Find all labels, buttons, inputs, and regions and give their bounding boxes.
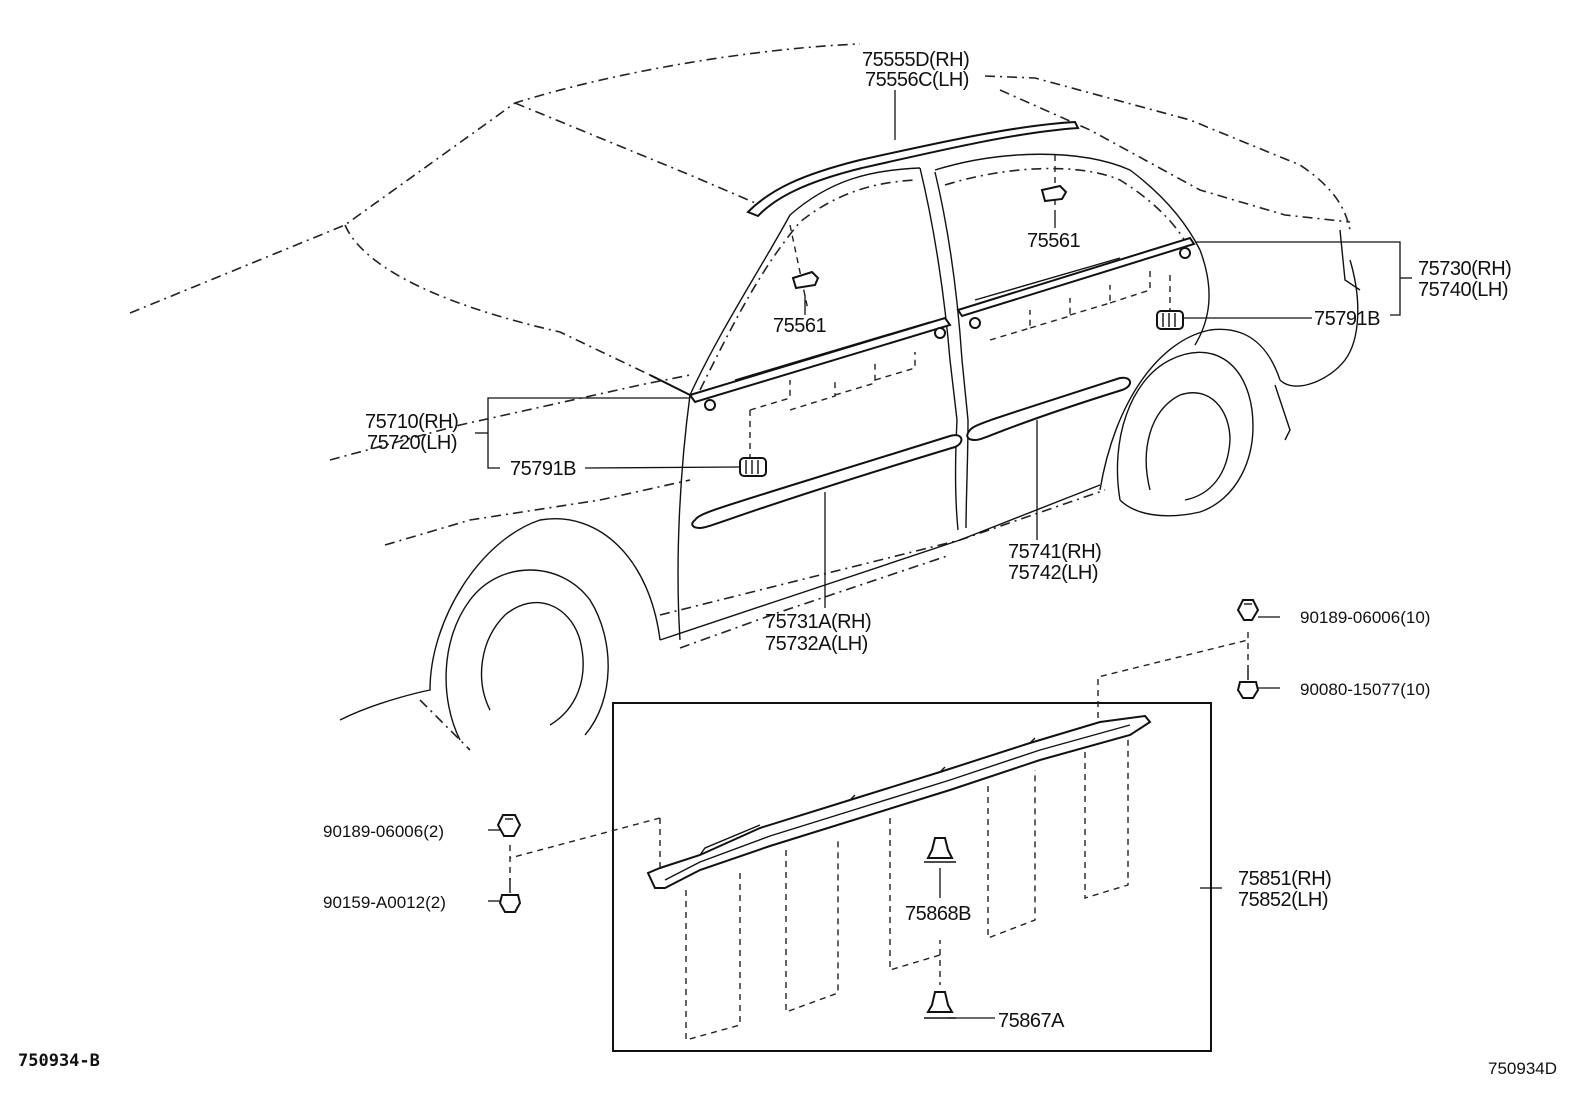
- label-75791b-front: 75791B: [510, 458, 576, 480]
- label-75561-rear: 75561: [1027, 230, 1080, 252]
- label-75556c-lh: 75556C(LH): [865, 69, 969, 91]
- screw-90080-right-icon: [1236, 665, 1260, 699]
- label-75867a: 75867A: [998, 1010, 1065, 1032]
- part-labels: 75555D(RH) 75556C(LH) 75561 75561 75730(…: [18, 49, 1557, 1078]
- leader-lines: [475, 90, 1412, 1019]
- label-75555d-rh: 75555D(RH): [862, 49, 969, 71]
- label-90080-right: 90080-15077(10): [1300, 680, 1430, 699]
- rocker-panel-part: [646, 714, 1152, 889]
- label-75740-lh: 75740(LH): [1418, 279, 1508, 301]
- label-90189-left: 90189-06006(2): [323, 822, 444, 841]
- rocker-panel-box: [612, 702, 1222, 1052]
- front-belt-molding: [688, 316, 952, 404]
- label-90189-right: 90189-06006(10): [1300, 608, 1430, 627]
- label-75791b-rear: 75791B: [1314, 308, 1380, 330]
- roof-drip-molding: [746, 120, 1080, 218]
- rear-belt-molding: [956, 236, 1196, 318]
- label-75852-lh: 75852(LH): [1238, 889, 1328, 911]
- label-75742-lh: 75742(LH): [1008, 562, 1098, 584]
- clip-75561-rear-icon: [1040, 184, 1068, 203]
- clip-75791b-rear-icon: [1156, 310, 1184, 330]
- label-75732a-lh: 75732A(LH): [765, 633, 868, 655]
- label-75561-front: 75561: [773, 315, 826, 337]
- belt-hook-icons: [704, 247, 1191, 411]
- clip-75868b-icon: [924, 837, 956, 863]
- rear-door-side-molding: [966, 376, 1131, 442]
- label-75720-lh: 75720(LH): [367, 432, 457, 454]
- label-90159-left: 90159-A0012(2): [323, 893, 446, 912]
- nut-90189-right-icon: [1236, 599, 1260, 621]
- rocker-panel-clip-guides: [509, 632, 1249, 1041]
- label-75851-rh: 75851(RH): [1238, 868, 1331, 890]
- nut-90189-left-icon: [496, 814, 522, 837]
- diagram-code-left: 750934-B: [18, 1051, 100, 1071]
- car-body-outline: [129, 43, 1361, 751]
- label-75731a-rh: 75731A(RH): [765, 611, 871, 633]
- diagram-code-right: 750934D: [1488, 1059, 1557, 1078]
- clip-75867a-icon: [924, 991, 956, 1019]
- label-75868b: 75868B: [905, 903, 971, 925]
- clip-75561-front-icon: [791, 270, 820, 290]
- label-75710-rh: 75710(RH): [365, 411, 458, 433]
- clip-75791b-front-icon: [739, 457, 767, 477]
- label-75730-rh: 75730(RH): [1418, 258, 1511, 280]
- screw-90159-left-icon: [498, 878, 522, 913]
- label-75741-rh: 75741(RH): [1008, 541, 1101, 563]
- front-door-side-molding: [691, 434, 963, 530]
